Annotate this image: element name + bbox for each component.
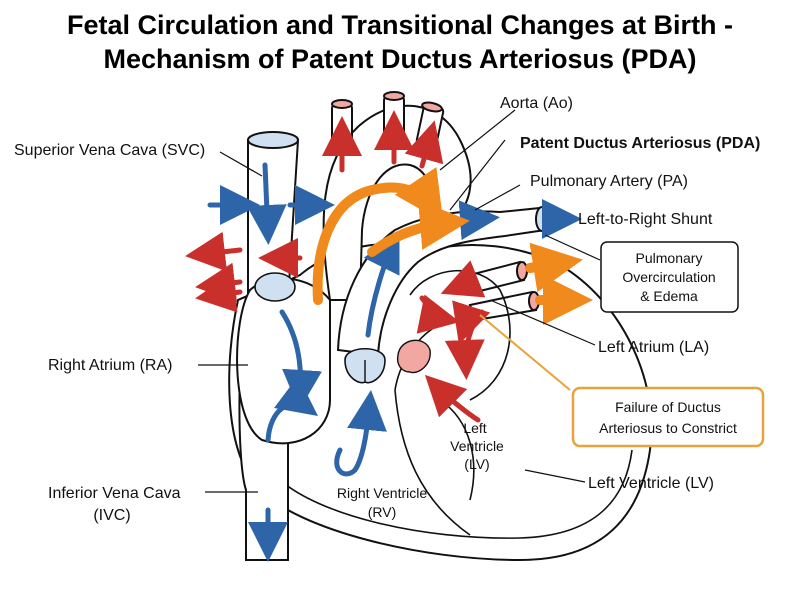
leader-pda [449,139,506,211]
ra-opening [254,272,296,302]
leader-svc [219,151,263,177]
label-rv-1: Right Ventricle [337,485,427,501]
label-ivc-1: Inferior Vena Cava [48,485,181,502]
label-lv: Left Ventricle (LV) [588,475,714,492]
mitral-valve [396,339,431,374]
diagram-title-line-1: Fetal Circulation and Transitional Chang… [66,10,734,40]
deoxygenated-flow-arrows [207,162,582,562]
label-svc: Superior Vena Cava (SVC) [14,142,205,159]
label-ra: Right Atrium (RA) [48,357,172,374]
failure-box [571,386,765,448]
septum [394,389,471,536]
label-rv-2: (RV) [368,504,397,520]
label-la: Left Atrium (LA) [598,339,709,356]
label-aorta: Aorta (Ao) [500,95,573,112]
pulmonary-valve [344,348,386,384]
label-ivc-2: (IVC) [93,507,130,524]
leader-shunt [544,234,601,261]
label-overcirculation-1: Pulmonary [636,250,703,266]
leader-aorta [439,109,516,171]
label-lv-inner-2: Ventricle [450,438,504,454]
label-failure-1: Failure of Ductus [615,399,721,415]
label-shunt: Left-to-Right Shunt [578,211,713,228]
label-lv-inner-1: Left [463,420,486,436]
label-overcirculation-2: Overcirculation [622,269,715,285]
leader-pa [474,184,521,211]
label-overcirculation-3: & Edema [640,288,698,304]
leader-la [489,299,596,346]
diagram-title-line-2: Mechanism of Patent Ductus Arteriosus (P… [103,44,697,74]
oxygenated-flow-arrows [185,110,491,423]
label-pa: Pulmonary Artery (PA) [530,173,688,190]
leader-lv [524,469,586,483]
label-pda: Patent Ductus Arteriosus (PDA) [520,135,760,152]
leader-failure [479,314,571,391]
overcirculation-box [600,241,739,313]
shunt-flow-arrows [312,167,593,325]
label-lv-inner-3: (LV) [464,456,489,472]
leader-lines [198,109,601,493]
label-failure-2: Arteriosus to Constrict [599,420,737,436]
